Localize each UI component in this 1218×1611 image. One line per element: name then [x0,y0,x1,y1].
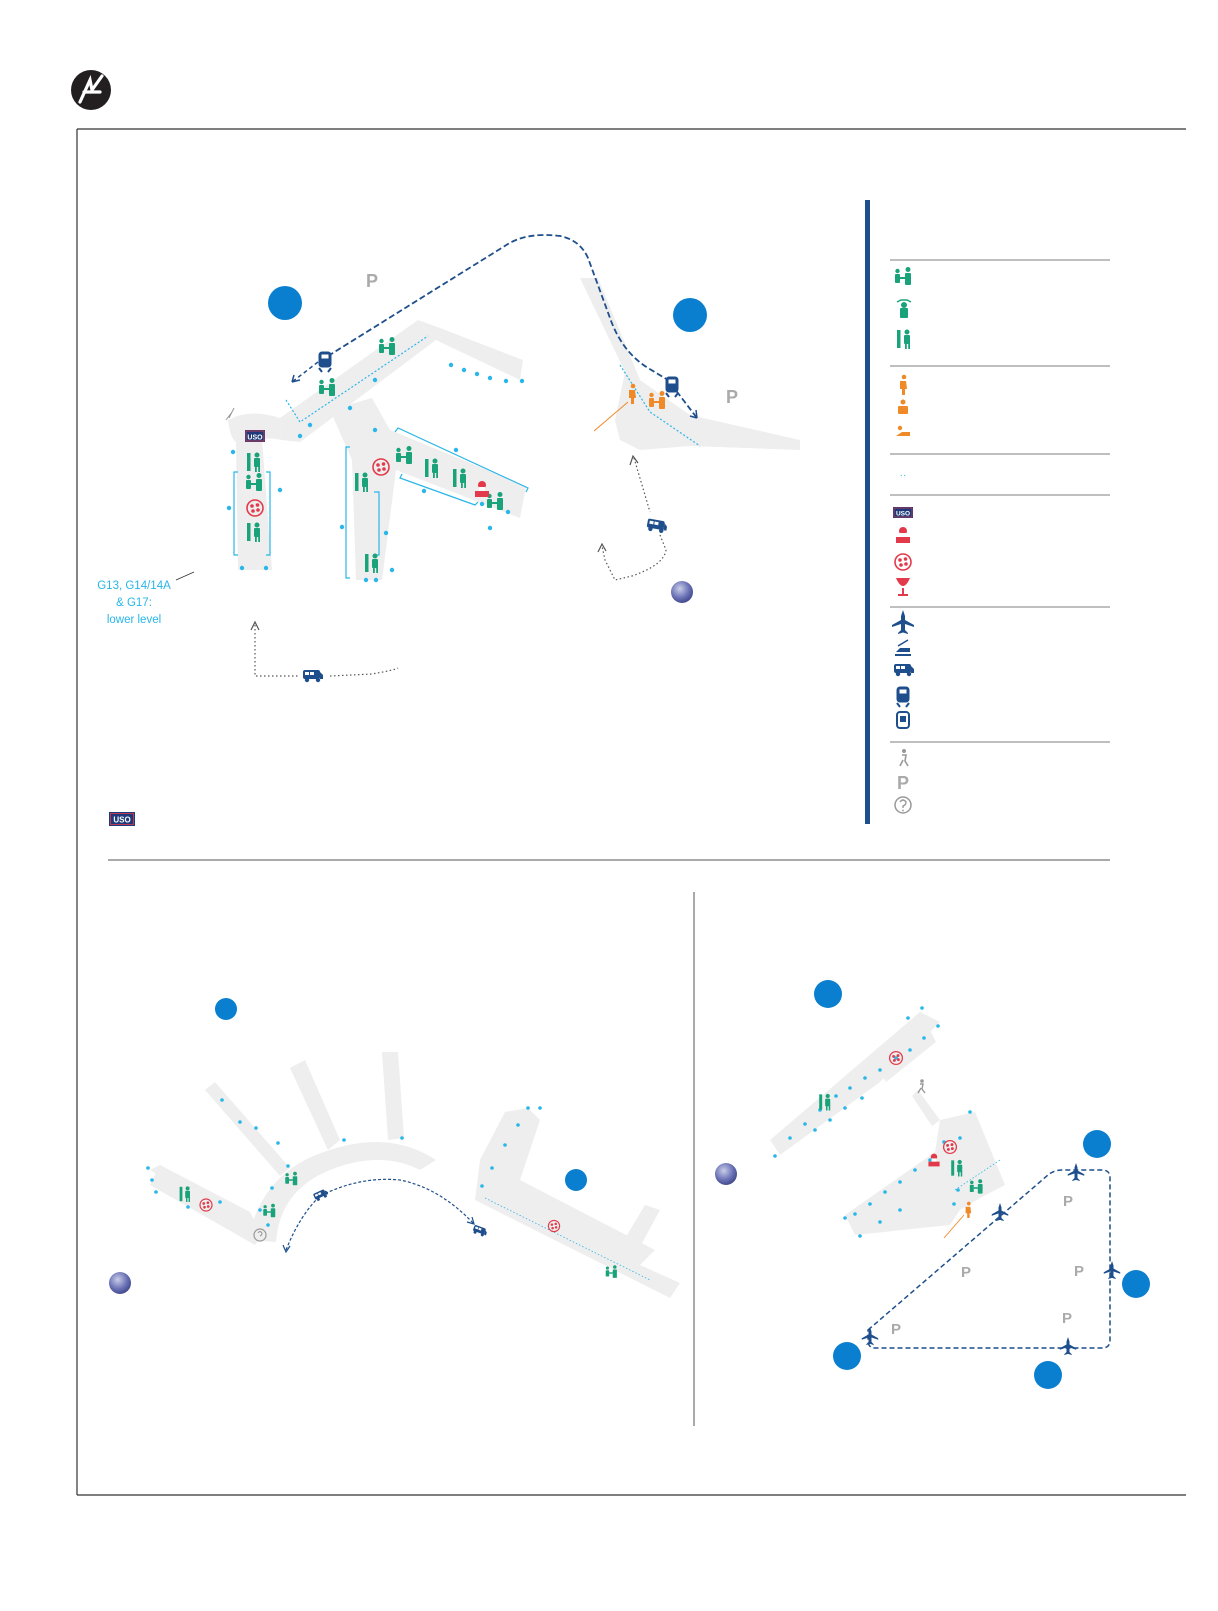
airtrain-route-left-arrow [291,361,319,383]
walking-icon-small [225,407,235,421]
airplane-icon [1059,1337,1077,1355]
legend-nursing-room-icon [896,299,912,318]
svg-text:USO: USO [247,435,263,442]
airtrain-arrowhead-right [689,409,698,419]
bottom-right-amenities [819,1050,983,1239]
legend-accent-bar [865,200,870,824]
airplane-icon [1103,1261,1121,1279]
pet-relief-pointer [943,1214,965,1239]
parking-label: P [1063,1193,1073,1210]
legend-airplane-icon [892,610,914,634]
uso-badge-footnote: USO [109,812,135,826]
legend-walkway-dots-icon: ·· [900,470,907,481]
parking-label: P [1062,1310,1072,1327]
legend-information-icon [894,796,912,814]
legend-shuttle-bus-icon [894,664,914,677]
airplane-icon [991,1203,1009,1221]
brand-logo-icon [71,70,111,110]
shuttle-bus-icon [312,1188,330,1202]
top-terminal-shapes [228,278,800,580]
terminal-marker-bottom-right-1[interactable] [814,980,842,1008]
parking-label: P [891,1321,901,1338]
bottom-right-terminal-shapes [770,1012,1005,1235]
legend-airtrain-icon [896,686,910,708]
terminal-marker-bottom-left-2[interactable] [565,1169,587,1191]
svg-text:USO: USO [896,511,910,518]
terminal-marker-left[interactable] [268,286,302,320]
top-gate-brackets [233,335,701,579]
legend-spa-icon [896,425,910,436]
shuttle-arrowheads-top [250,454,639,631]
airplane-icon [1067,1163,1085,1181]
lower-level-note-line1: G13, G14/14A [97,580,171,592]
information-icon [253,1228,267,1242]
legend-walking-icon [899,749,909,767]
bottom-left-terminal-shapes [150,1052,680,1298]
shuttle-bus-icon [471,1224,489,1238]
uso-lounge-badge: USO [245,430,265,442]
walking-icon [917,1079,926,1094]
rail-station-globe-icon[interactable] [671,581,693,603]
rail-station-globe-icon[interactable] [715,1163,737,1185]
legend-monorail-icon [896,711,910,729]
shuttle-bus-icon[interactable] [303,670,323,683]
bottom-left-shuttle-route [285,1178,475,1251]
terminal-marker-bottom-right-2[interactable] [1083,1130,1111,1158]
terminal-marker-bottom-right-3[interactable] [1122,1270,1150,1298]
legend-family-restroom-icon [895,267,911,285]
parking-label-top-left: P [366,271,378,291]
top-gate-dots [226,362,525,583]
route-arrowhead [282,1244,291,1254]
airtrain-station-icon[interactable] [665,376,679,398]
shuttle-bus-icon[interactable] [646,518,668,534]
lower-level-note-line2: & G17: [116,597,152,609]
bottom-right-parking: P P P P P [891,1193,1084,1338]
terminal-marker-right[interactable] [673,298,707,332]
legend-food-court-icon [896,527,910,543]
parking-label: P [961,1264,971,1281]
map-frame [76,128,1186,1496]
annotation-pointer [175,571,195,581]
legend-train-icon [895,639,911,656]
legend-panel: ·· USO P [865,200,1110,824]
terminal-marker-bottom-right-4[interactable] [833,1342,861,1370]
legend-restroom-icon [897,329,910,349]
legend-yoga-room-icon [898,399,908,414]
route-arrowhead [466,1216,475,1225]
bottom-right-gate-dots [773,1006,972,1238]
pet-relief-pointer [593,401,629,432]
airplane-icon [861,1327,879,1345]
legend-pet-relief-icon [900,374,907,395]
airport-loop-route [867,1169,1111,1349]
bottom-left-walkway [484,1197,651,1281]
airtrain-arrowhead-left [291,374,301,383]
terminal-marker-bottom-left-1[interactable] [215,998,237,1020]
legend-restaurant-icon [894,553,912,571]
parking-label-top-right: P [726,387,738,407]
airtrain-station-icon[interactable] [318,351,332,373]
parking-label: P [1074,1263,1084,1280]
legend-bar-icon [896,578,910,596]
legend-uso-lounge-icon: USO [893,507,913,518]
rail-station-globe-icon[interactable] [109,1272,131,1294]
terminal-marker-bottom-right-5[interactable] [1034,1361,1062,1389]
airtrain-route [327,234,698,419]
shuttle-route-top [254,457,667,677]
bottom-left-amenities [179,1171,617,1278]
legend-parking-icon: P [897,773,909,793]
lower-level-note-line3: lower level [107,614,161,626]
svg-text:USO: USO [113,816,130,825]
bottom-left-gate-dots [146,1098,542,1227]
